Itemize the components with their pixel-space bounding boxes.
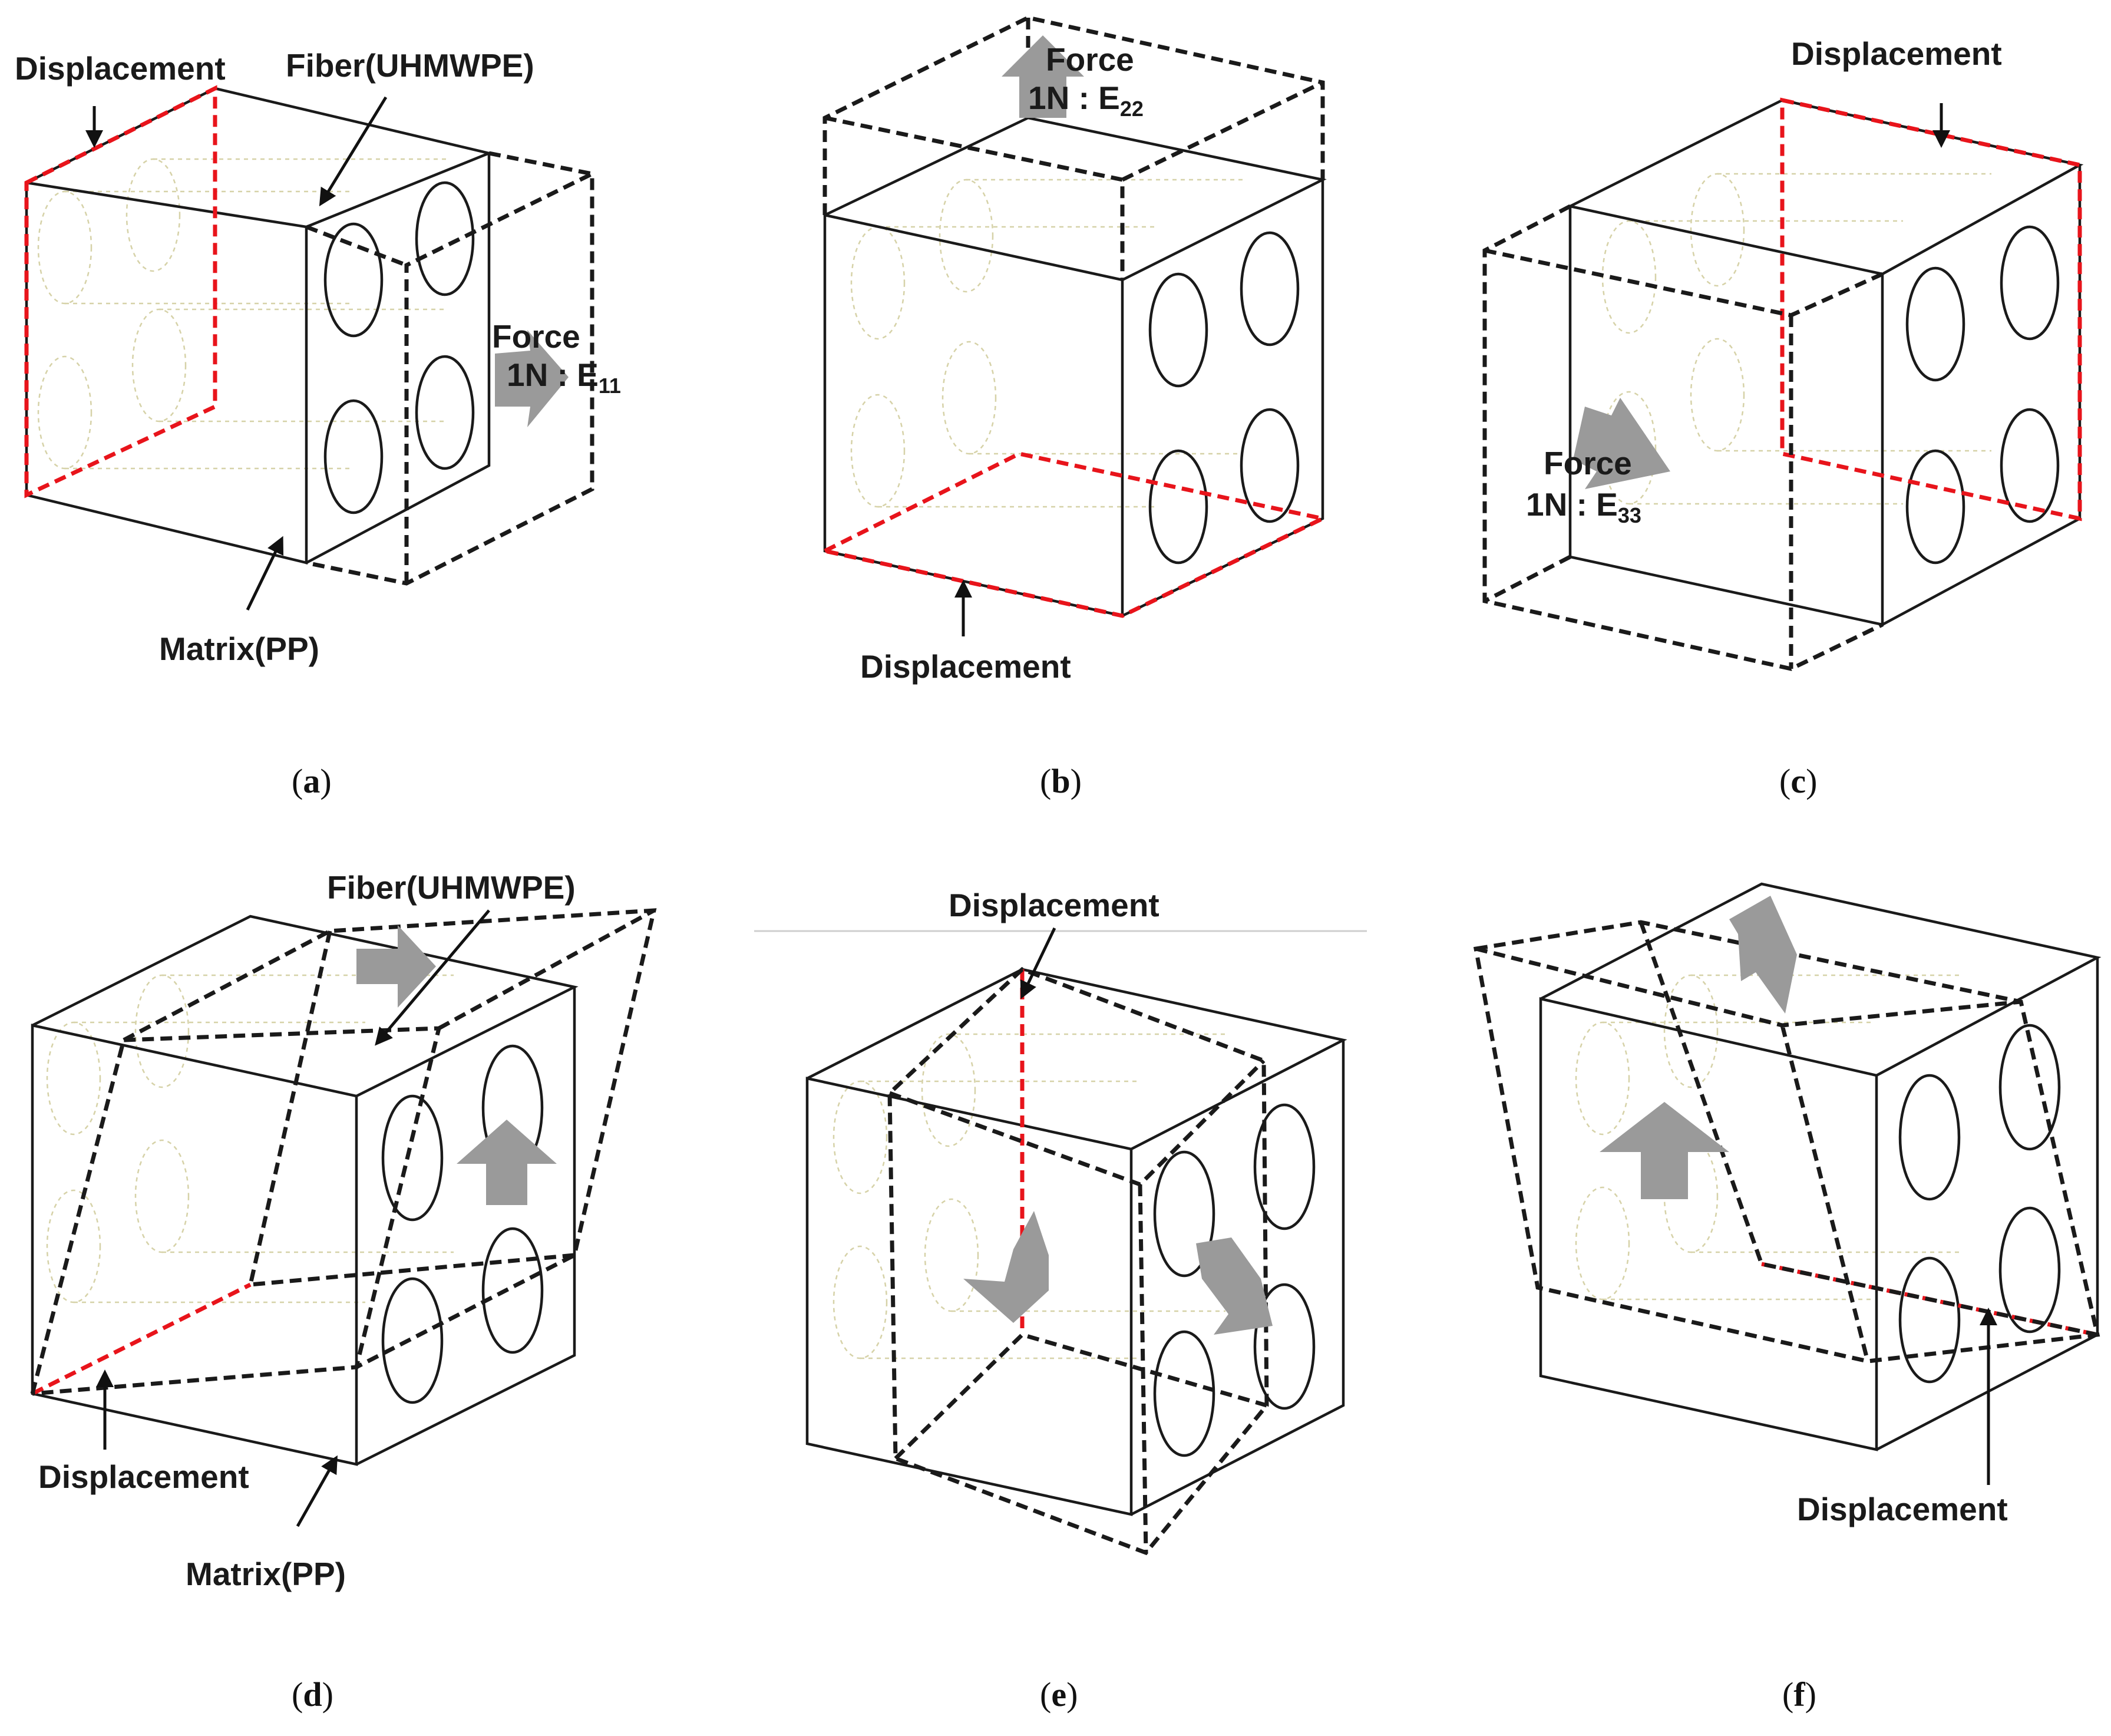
- deformed-shape-e: [887, 966, 1269, 1556]
- caption-f: (f): [1782, 1675, 1816, 1714]
- caption-d: (d): [292, 1675, 333, 1714]
- shear-arrow-e-front: [963, 1211, 1049, 1323]
- deformed-shape-d: [30, 908, 657, 1396]
- force-label-a: Force: [492, 318, 580, 355]
- deformed-shape-c: [1482, 204, 1884, 671]
- displacement-label-e: Displacement: [949, 887, 1159, 923]
- constraint-edge-d: [31, 1282, 252, 1396]
- cube-b-outline: [823, 116, 1327, 618]
- load-label-a: 1N : E11: [507, 357, 621, 398]
- fiber-label-d: Fiber(UHMWPE): [327, 869, 576, 906]
- panel-c: [1482, 97, 2084, 671]
- displacement-label-f: Displacement: [1797, 1491, 2008, 1527]
- shear-arrow-f-front: [1600, 1102, 1729, 1199]
- shear-arrow-f-top: [1729, 896, 1797, 1014]
- constraint-edge-c: [1780, 97, 2082, 522]
- hidden-fibers-c: [1601, 173, 1991, 505]
- displacement-label-a: Displacement: [15, 50, 226, 87]
- cube-e-outline: [805, 968, 1347, 1516]
- constraint-edge-a: [24, 85, 217, 499]
- panel-e: [754, 927, 1367, 1556]
- fiber-circles-f: [1898, 1024, 2061, 1384]
- load-label-c: 1N : E33: [1526, 486, 1641, 527]
- force-arrow-a: [495, 330, 569, 427]
- panel-a: [24, 85, 594, 611]
- panel-b: [818, 15, 1329, 636]
- caption-a: (a): [292, 762, 332, 800]
- hidden-fibers-e: [832, 1033, 1225, 1359]
- force-arrow-b: [1002, 35, 1084, 118]
- deformed-shape-a: [305, 151, 594, 586]
- fiber-circles-b: [1148, 231, 1300, 565]
- displacement-label-c: Displacement: [1791, 35, 2002, 72]
- matrix-label-a: Matrix(PP): [159, 631, 319, 667]
- cube-c-outline: [1568, 98, 2084, 626]
- shear-arrow-e-right: [1196, 1237, 1273, 1335]
- fiber-circles-e: [1153, 1103, 1316, 1457]
- load-label-b: 1N : E22: [1028, 80, 1144, 121]
- hidden-fibers-d: [46, 974, 454, 1303]
- force-label-c: Force: [1544, 445, 1632, 481]
- fiber-label-a: Fiber(UHMWPE): [286, 47, 534, 84]
- fiber-circles-c: [1905, 225, 2060, 565]
- displacement-label-d: Displacement: [38, 1458, 249, 1495]
- deformed-shape-f: [1473, 920, 2100, 1364]
- shear-arrow-d-right: [457, 1120, 557, 1205]
- panel-d: [30, 908, 657, 1527]
- hidden-fibers-a: [37, 158, 448, 470]
- shear-arrow-d-top: [356, 925, 436, 1008]
- displacement-label-b: Displacement: [860, 648, 1071, 685]
- deformed-shape-b: [822, 15, 1325, 280]
- caption-c: (c): [1779, 762, 1817, 800]
- fiber-circles-d: [381, 1044, 544, 1404]
- caption-e: (e): [1040, 1675, 1078, 1714]
- fiber-circles-a: [323, 181, 475, 514]
- matrix-label-d: Matrix(PP): [186, 1556, 346, 1592]
- force-label-b: Force: [1046, 41, 1134, 78]
- panel-f: [1473, 882, 2102, 1485]
- force-arrow-c: [1573, 398, 1670, 489]
- caption-b: (b): [1040, 762, 1082, 800]
- constraint-edge-b: [818, 451, 1329, 618]
